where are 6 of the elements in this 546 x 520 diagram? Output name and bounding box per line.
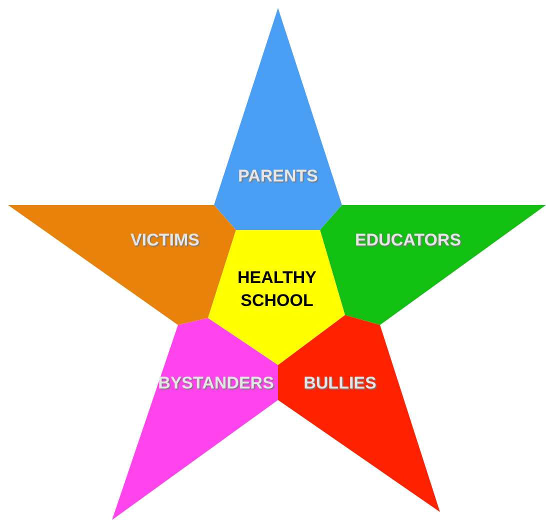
segment-label: HEALTHY SCHOOL	[236, 267, 318, 312]
segment-label: BYSTANDERS	[157, 372, 275, 395]
segment-label: VICTIMS	[130, 230, 200, 252]
segment-label: PARENTS	[237, 166, 319, 188]
segment-label: BULLIES	[302, 372, 378, 395]
segment-label: EDUCATORS	[354, 230, 462, 252]
